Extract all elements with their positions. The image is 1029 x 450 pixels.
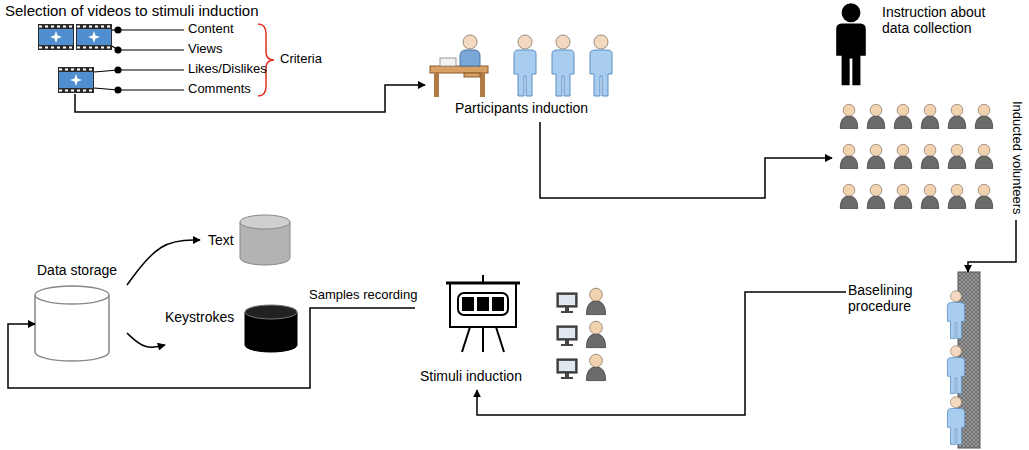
volunteer-figure bbox=[921, 184, 939, 208]
volunteer-figure bbox=[867, 144, 885, 168]
node-label: Keystrokes bbox=[165, 309, 234, 325]
participants-induction: Participants induction bbox=[425, 32, 610, 122]
subject-figure bbox=[586, 321, 605, 347]
volunteer-figure bbox=[894, 104, 912, 128]
flow-arrow bbox=[127, 333, 165, 347]
volunteer-figure bbox=[867, 184, 885, 208]
inducted-volunteers: Inducted volunteers bbox=[832, 95, 1024, 220]
volunteer-figure bbox=[975, 144, 993, 168]
stimuli-induction: Stimuli induction bbox=[415, 268, 615, 390]
baseline-figure bbox=[947, 346, 964, 394]
volunteer-figure bbox=[948, 184, 966, 208]
desk-icon bbox=[430, 35, 488, 97]
volunteer-figure bbox=[948, 144, 966, 168]
node-label: Stimuli induction bbox=[420, 368, 522, 384]
criteria-item: Content bbox=[188, 22, 234, 37]
baseline-figure bbox=[947, 291, 964, 339]
flow-arrow bbox=[477, 292, 846, 415]
node-label: Selection of videos to stimuli induction bbox=[5, 2, 258, 19]
volunteer-figure bbox=[975, 184, 993, 208]
subject-figure bbox=[586, 354, 605, 380]
flow-arrow bbox=[968, 220, 1016, 272]
edge-label: Samples recording bbox=[307, 288, 419, 303]
criteria-dots bbox=[115, 27, 122, 94]
node-label: Inducted volunteers bbox=[1009, 101, 1024, 214]
connector-stub bbox=[74, 94, 76, 100]
volunteer-figure bbox=[840, 184, 858, 208]
text-cylinder bbox=[240, 215, 290, 265]
volunteer-figure bbox=[894, 144, 912, 168]
participant-figure bbox=[552, 35, 574, 96]
criteria-item: Views bbox=[188, 42, 222, 57]
node-label: Text bbox=[208, 232, 234, 248]
flow-arrow bbox=[540, 122, 832, 198]
volunteer-figure bbox=[975, 104, 993, 128]
node-label: Instruction about data collection bbox=[882, 4, 1012, 36]
baseline-figure bbox=[947, 397, 964, 445]
subject-figure bbox=[586, 288, 605, 314]
flow-arrow bbox=[8, 308, 415, 388]
video-selection: Selection of videos to stimuli induction bbox=[5, 2, 300, 100]
criteria-leaders bbox=[94, 30, 184, 90]
node-label: Baselining procedure bbox=[848, 282, 932, 314]
instructor-figure bbox=[836, 3, 866, 85]
video-icon bbox=[58, 67, 94, 93]
data-storage: Data storage bbox=[35, 262, 127, 362]
monitor-icon bbox=[557, 293, 577, 313]
text-store: Text bbox=[200, 212, 292, 270]
participant-figure bbox=[590, 35, 612, 96]
monitor-icon bbox=[557, 326, 577, 346]
storage-cylinder bbox=[35, 286, 109, 361]
flow-arrow bbox=[127, 240, 200, 285]
baselining-procedure: Baselining procedure bbox=[846, 272, 986, 448]
volunteer-figure bbox=[840, 144, 858, 168]
keystrokes-store: Keystrokes bbox=[165, 303, 300, 355]
video-icon bbox=[76, 24, 112, 50]
keystrokes-cylinder bbox=[245, 305, 297, 352]
node-label: Data storage bbox=[37, 262, 117, 278]
criteria-brace bbox=[258, 24, 274, 96]
participant-figure bbox=[514, 35, 536, 96]
criteria-item: Comments bbox=[188, 82, 251, 97]
monitor-icon bbox=[557, 359, 577, 379]
volunteer-figure bbox=[840, 104, 858, 128]
volunteer-grid bbox=[840, 104, 993, 208]
video-icon bbox=[38, 24, 74, 50]
volunteer-figure bbox=[948, 104, 966, 128]
criteria-label: Criteria bbox=[280, 52, 322, 67]
volunteer-figure bbox=[921, 104, 939, 128]
presentation-board-icon bbox=[446, 275, 520, 352]
volunteer-figure bbox=[867, 104, 885, 128]
volunteer-figure bbox=[894, 184, 912, 208]
criteria-item: Likes/Dislikes bbox=[188, 62, 267, 77]
instruction-step: Instruction about data collection bbox=[826, 0, 1016, 92]
volunteer-figure bbox=[921, 144, 939, 168]
node-label: Participants induction bbox=[455, 100, 588, 116]
